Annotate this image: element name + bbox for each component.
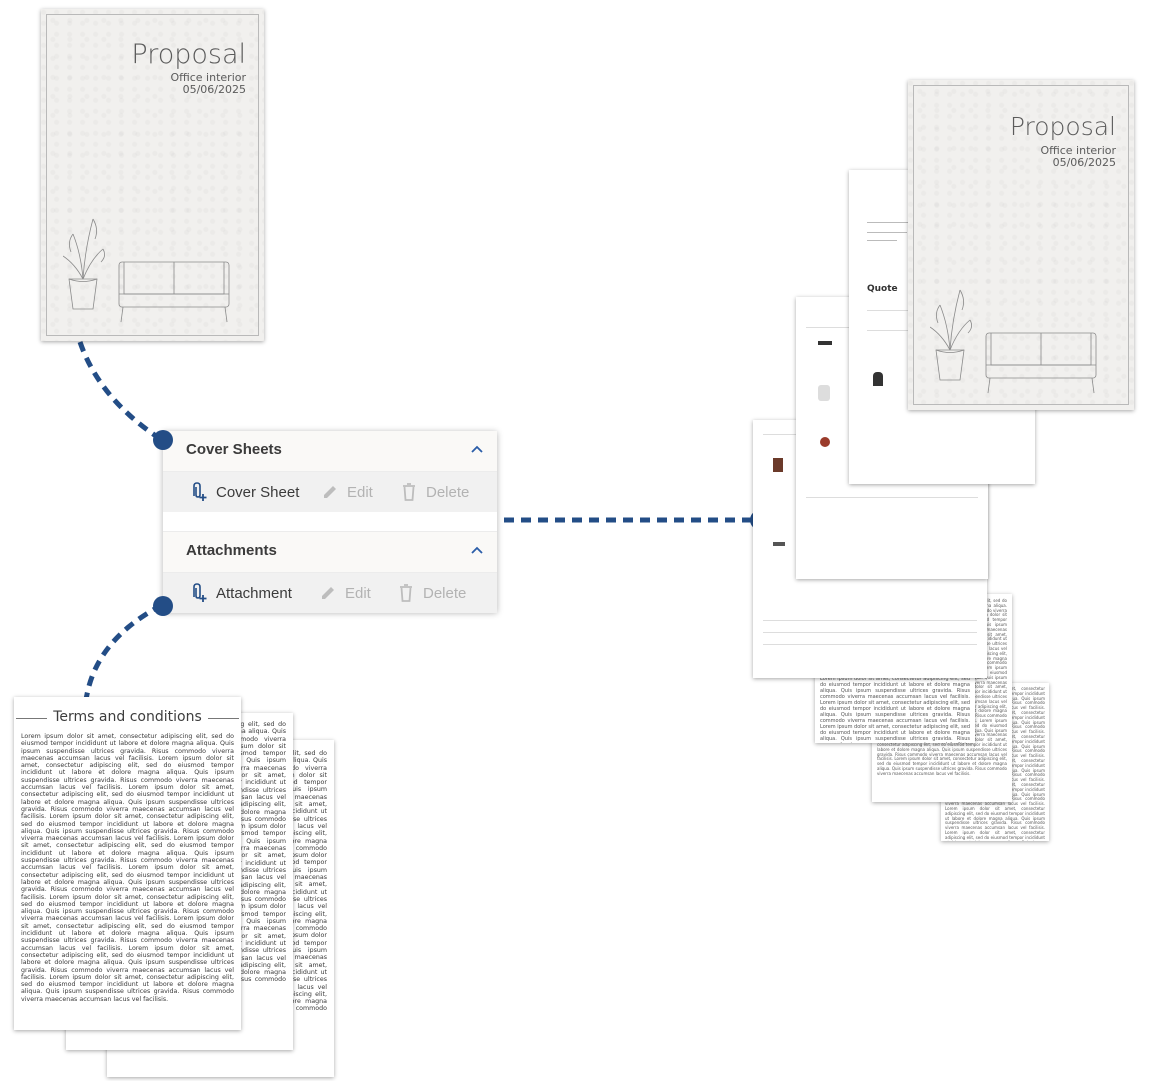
edit-cover-sheet-button[interactable]: Edit	[321, 472, 373, 512]
product-thumbnail	[818, 385, 830, 401]
attachments-title: Attachments	[186, 542, 277, 559]
edit-cover-sheet-label: Edit	[347, 483, 373, 501]
trash-icon	[403, 483, 415, 501]
product-thumbnail	[873, 372, 883, 386]
trash-icon	[400, 584, 412, 602]
edit-attachment-button[interactable]: Edit	[319, 573, 371, 613]
cover-subtitle-block: Office interior 05/06/2025	[170, 71, 246, 97]
product-thumbnail	[773, 542, 785, 546]
cover-frame	[913, 85, 1129, 405]
plant-and-sofa-illustration	[930, 289, 1097, 394]
cover-sheets-toolbar: Cover Sheet Edit Delete	[163, 472, 497, 512]
cover-subtitle: Office interior	[170, 71, 246, 84]
cover-sheet-preview: Proposal Office interior 05/06/2025	[41, 9, 264, 341]
terms-heading: Terms and conditions	[14, 709, 241, 725]
plant-and-sofa-illustration	[63, 218, 230, 323]
cover-date: 05/06/2025	[1052, 156, 1116, 170]
cover-frame	[46, 14, 259, 336]
chevron-up-icon[interactable]	[470, 443, 484, 457]
connector-dot-cover	[153, 430, 173, 450]
terms-page-1: Terms and conditions Lorem ipsum dolor s…	[14, 697, 241, 1030]
add-attachment-button[interactable]: Attachment	[190, 573, 292, 613]
delete-attachment-button[interactable]: Delete	[397, 573, 466, 613]
product-thumbnail	[820, 437, 830, 447]
attachments-section-header[interactable]: Attachments	[163, 531, 497, 573]
add-attachment-label: Attachment	[216, 584, 292, 602]
documents-panel: Cover Sheets Cover Sheet Edit Delete Att…	[163, 431, 497, 613]
delete-cover-sheet-button[interactable]: Delete	[400, 472, 469, 512]
paperclip-plus-icon	[193, 482, 207, 501]
cover-title: Proposal	[1009, 112, 1116, 141]
cover-subtitle: Office interior	[1040, 144, 1116, 157]
cover-sheet-front: Proposal Office interior 05/06/2025	[908, 80, 1134, 410]
terms-heading-text: Terms and conditions	[47, 709, 208, 725]
delete-attachment-label: Delete	[423, 584, 467, 602]
product-thumbnail	[773, 458, 783, 472]
connector-cover-to-panel	[77, 341, 164, 443]
chevron-up-icon[interactable]	[470, 544, 484, 558]
page-line	[867, 240, 897, 241]
delete-cover-sheet-label: Delete	[426, 483, 470, 501]
cover-subtitle-block: Office interior 05/06/2025	[1040, 144, 1116, 170]
edit-attachment-label: Edit	[345, 584, 371, 602]
add-cover-sheet-label: Cover Sheet	[216, 483, 300, 501]
product-thumbnail	[818, 341, 832, 345]
page-line	[763, 644, 977, 645]
page-line	[867, 222, 927, 223]
page-line	[806, 497, 978, 498]
connector-panel-to-terms	[83, 602, 164, 701]
page-line	[763, 620, 977, 621]
cover-title: Proposal	[131, 39, 246, 70]
cover-sheets-title: Cover Sheets	[186, 441, 282, 458]
cover-date: 05/06/2025	[182, 83, 246, 97]
pencil-icon	[324, 486, 336, 498]
terms-body: Lorem ipsum dolor sit amet, consectetur …	[21, 733, 234, 1003]
quote-title: Quote	[867, 284, 898, 294]
page-line	[867, 232, 907, 233]
attachments-toolbar: Attachment Edit Delete	[163, 573, 497, 613]
pencil-icon	[322, 587, 334, 599]
paperclip-plus-icon	[193, 583, 207, 602]
connector-dot-attachment	[153, 596, 173, 616]
add-cover-sheet-button[interactable]: Cover Sheet	[190, 472, 299, 512]
page-line	[763, 632, 977, 633]
cover-sheets-section-header[interactable]: Cover Sheets	[163, 431, 497, 472]
